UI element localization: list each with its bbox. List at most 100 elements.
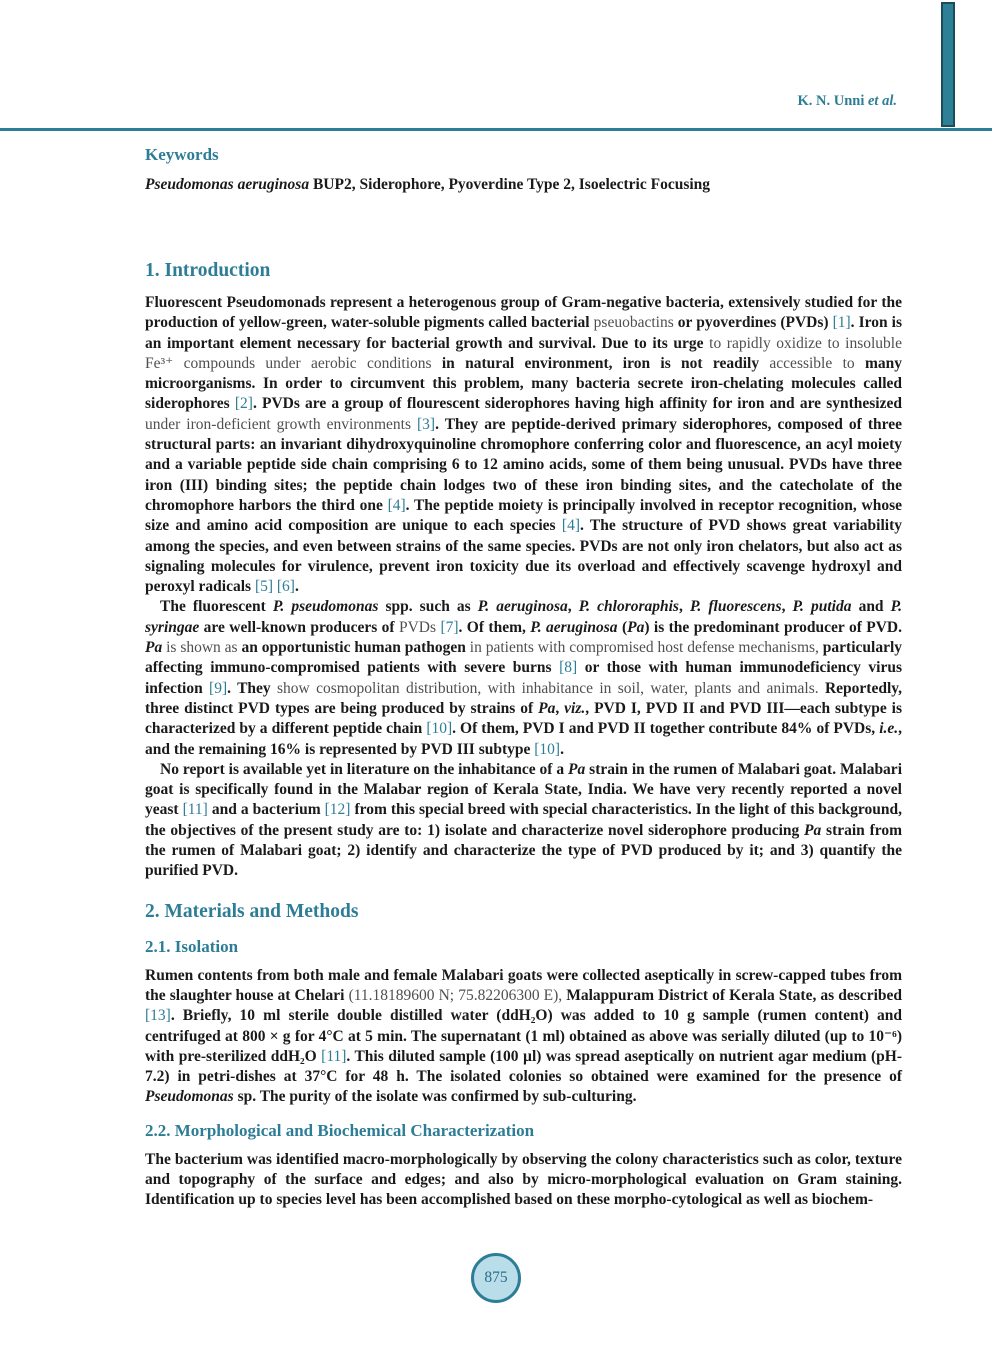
text-run: and a bacterium: [207, 801, 325, 819]
text-run: , PVD I, PVD II and PVD III—each subtype…: [145, 699, 902, 738]
section-heading: 1. Introduction: [145, 260, 271, 281]
text-run: . Of them, PVD I and PVD II together con…: [452, 720, 880, 738]
paragraph: The fluorescent P. pseudomonas spp. such…: [145, 597, 902, 759]
page-number: 875: [484, 1269, 508, 1286]
citation-link[interactable]: [3]: [417, 415, 436, 433]
text-run: BUP2, Siderophore, Pyoverdine Type 2, Is…: [309, 176, 711, 193]
text-run: and: [858, 598, 891, 616]
text-run: are well-known producers of: [203, 618, 399, 636]
section-heading: 2.2. Morphological and Biochemical Chara…: [145, 1120, 535, 1140]
section: 2. Materials and Methods: [145, 900, 902, 924]
document-content: Keywords Pseudomonas aeruginosa BUP2, Si…: [145, 141, 902, 1211]
text-run: strain in the rumen of Malabari goat. Ma…: [145, 760, 902, 819]
text-run: Pa: [145, 639, 167, 657]
citation-link[interactable]: [4]: [387, 496, 406, 514]
paragraph: Fluorescent Pseudomonads represent a het…: [145, 293, 902, 597]
text-run: pseuobactins: [593, 314, 678, 332]
text-run: . They are peptide-derived primary sider…: [145, 415, 902, 514]
text-run: an opportunistic human pathogen: [241, 639, 470, 657]
text-run: P. fluorescens: [689, 598, 782, 616]
header-author-name: K. N. Unni: [797, 93, 868, 109]
text-run: . The structure of PVD shows great varia…: [145, 517, 902, 596]
text-run: , and the remaining 16% is represented b…: [145, 720, 902, 758]
citation-link[interactable]: [11]: [182, 801, 208, 819]
text-run: The fluorescent: [160, 598, 273, 616]
text-run: is shown as: [166, 639, 242, 657]
text-run: ,: [678, 598, 690, 616]
text-run: . The peptide moiety is principally invo…: [145, 496, 902, 535]
text-run: in natural environment, iron is not read…: [441, 354, 770, 372]
text-run: ,: [567, 598, 579, 616]
section-heading: 2.1. Isolation: [145, 936, 239, 956]
header-rule: [0, 128, 992, 131]
citation-link[interactable]: [1]: [832, 314, 851, 332]
text-run: in patients with compromised host defens…: [469, 639, 823, 657]
text-run: Fluorescent Pseudomonads represent a het…: [145, 294, 902, 332]
text-run: show cosmopolitan distribution, with inh…: [277, 679, 825, 697]
citation-link[interactable]: [8]: [559, 659, 578, 677]
text-run: P. aeruginosa: [477, 598, 568, 616]
text-run: .: [294, 578, 299, 596]
citation-link[interactable]: [12]: [324, 801, 351, 819]
text-run: P. putida: [792, 598, 859, 616]
text-run: Reportedly, three distinct PVD types are…: [145, 679, 903, 717]
text-run: .: [560, 740, 564, 758]
accent-bar: [941, 2, 955, 127]
section: 2.2. Morphological and Biochemical Chara…: [145, 1120, 902, 1211]
text-run: strain from the rumen of Malabari goat; …: [145, 821, 902, 880]
text-run: . Briefly, 10 ml sterile double distille…: [145, 1007, 902, 1065]
text-run: P. chlororaphis: [578, 598, 679, 616]
citation-link[interactable]: [13]: [145, 1007, 171, 1025]
text-run: viz.: [564, 699, 586, 717]
text-run: from this special breed with special cha…: [145, 801, 902, 839]
text-run: Pa: [627, 618, 645, 636]
text-run: Pa: [804, 821, 827, 839]
text-run: P. aeruginosa: [530, 618, 622, 636]
text-run: particularly affecting immuno-compromise…: [145, 639, 903, 677]
text-run: accessible to: [769, 354, 865, 372]
text-run: P. syringae: [145, 598, 903, 636]
citation-link[interactable]: [10]: [426, 720, 453, 738]
text-run: No report is available yet in literature…: [160, 760, 569, 778]
citation-link[interactable]: [2]: [234, 395, 253, 413]
text-run: Pseudomonas aeruginosa: [145, 176, 310, 193]
text-run: Rumen contents from both male and female…: [145, 966, 902, 1004]
text-run: Pseudomonas: [145, 1088, 238, 1106]
keywords-heading: Keywords: [145, 145, 219, 164]
text-run: P. pseudomonas: [272, 598, 386, 616]
text-run: (11.18189600 N; 75.82206300 E),: [348, 986, 567, 1004]
citation-link[interactable]: [10]: [534, 740, 561, 758]
citation-link[interactable]: [9]: [209, 679, 228, 697]
header-author: K. N. Unni et al.: [797, 93, 897, 110]
text-run: i.e.: [879, 720, 899, 738]
text-run: . This diluted sample (100 µl) was sprea…: [145, 1047, 902, 1086]
text-run: (: [621, 618, 628, 636]
citation-link[interactable]: [5]: [254, 578, 274, 596]
text-run: or pyoverdines (PVDs): [677, 314, 833, 332]
text-run: Pa: [568, 760, 590, 778]
paragraph: No report is available yet in literature…: [145, 760, 902, 882]
text-run: . Of them,: [458, 618, 531, 636]
text-run: to rapidly oxidize to insoluble Fe³⁺ com…: [145, 334, 902, 372]
citation-link[interactable]: [4]: [561, 517, 580, 535]
text-run: many microorganisms. In order to circumv…: [145, 354, 902, 413]
text-run: sp. The purity of the isolate was confir…: [237, 1088, 637, 1106]
text-run: ,: [555, 699, 565, 717]
page-number-badge: 875: [471, 1253, 521, 1303]
citation-link[interactable]: [7]: [440, 618, 459, 636]
text-run: or those with human immunodeficiency vir…: [145, 659, 902, 697]
text-run: spp. such as: [385, 598, 478, 616]
header-author-etal: et al.: [868, 93, 897, 109]
text-run: Malappuram District of Kerala State, as …: [566, 986, 902, 1004]
text-run: . PVDs are a group of flourescent sidero…: [252, 395, 902, 413]
keywords-text: Pseudomonas aeruginosa BUP2, Siderophore…: [145, 175, 902, 195]
text-run: The bacterium was identified macro-morph…: [145, 1150, 902, 1209]
text-run: ,: [781, 598, 793, 616]
section-heading: 2. Materials and Methods: [145, 900, 359, 922]
text-run: . Iron is an important element necessary…: [145, 314, 902, 352]
paragraph: Rumen contents from both male and female…: [145, 966, 902, 1108]
citation-link[interactable]: [6]: [276, 578, 295, 596]
citation-link[interactable]: [11]: [321, 1047, 347, 1065]
